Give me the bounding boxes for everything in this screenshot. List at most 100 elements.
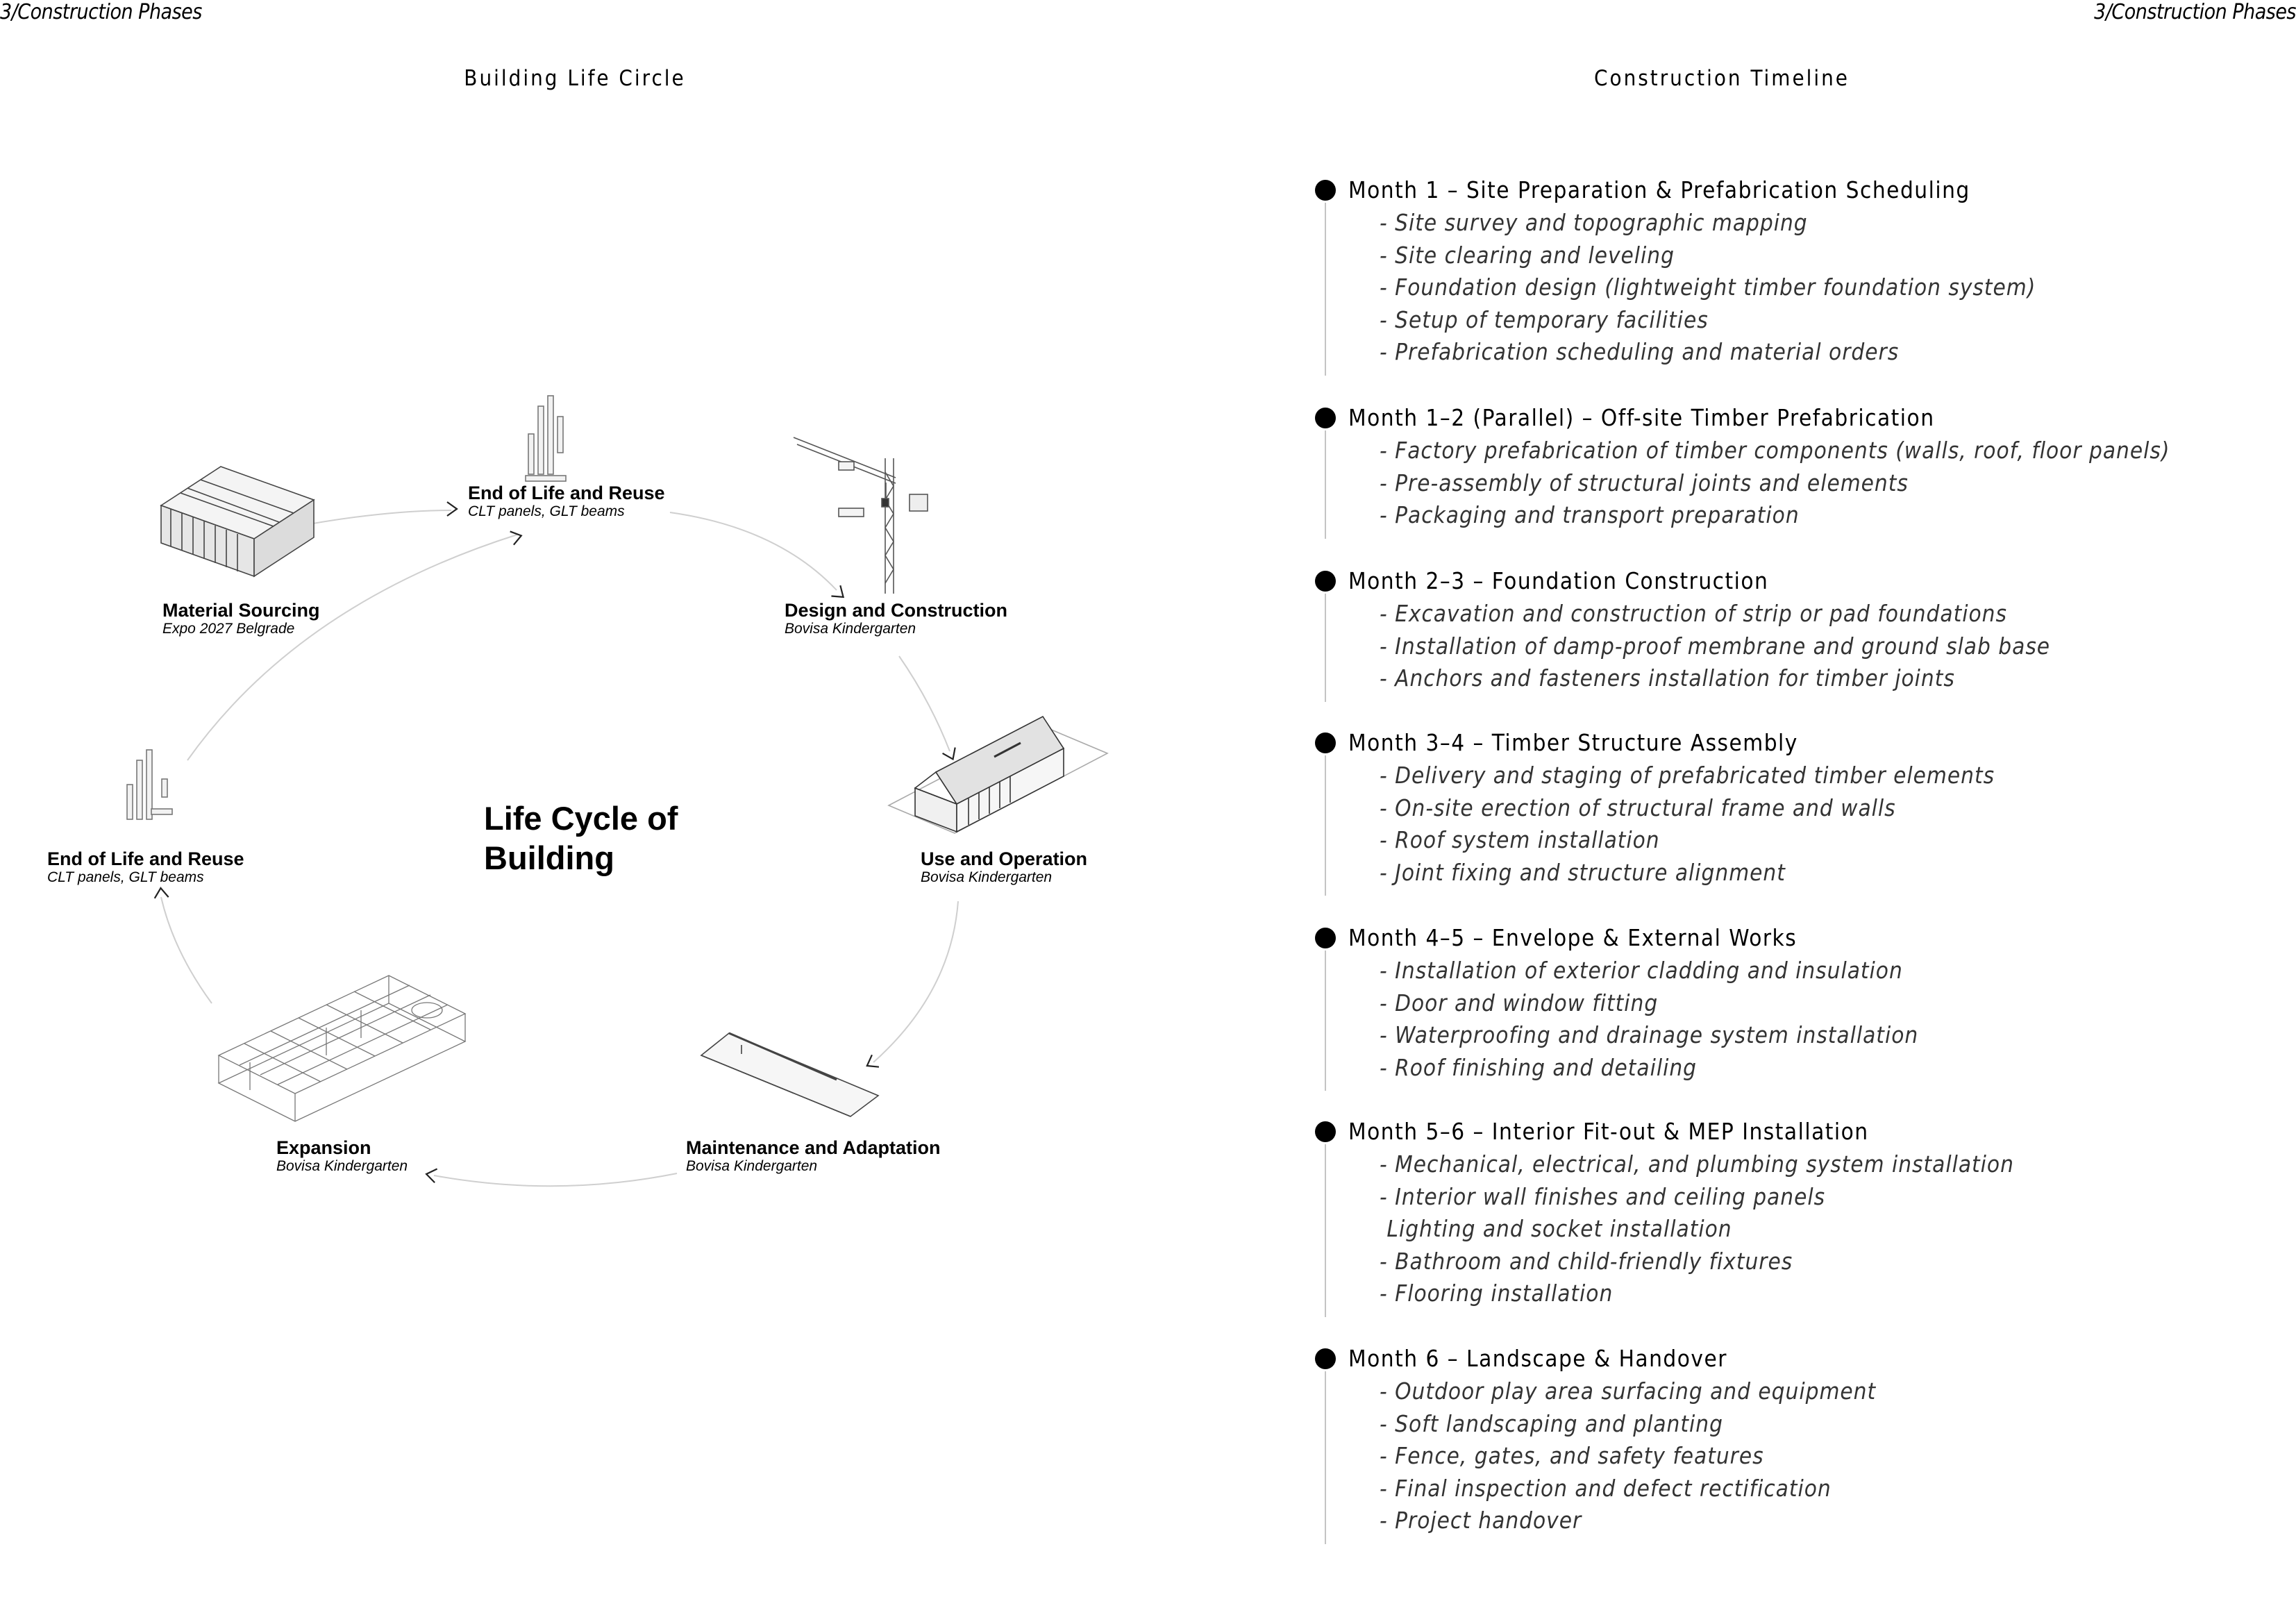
node-material-sourcing: Material Sourcing Expo 2027 Belgrade (162, 600, 320, 637)
timeline-task: - Setup of temporary facilities (1380, 305, 1709, 333)
arc-maintenance-to-expansion (433, 1173, 678, 1187)
timeline-connector-line (1325, 755, 1326, 896)
timeline-task: - On-site erection of structural frame a… (1380, 794, 1896, 821)
cycle-center-line-1: Life Cycle of (484, 800, 678, 837)
node-title: Maintenance and Adaptation (686, 1137, 941, 1158)
timeline-task: - Excavation and construction of strip o… (1380, 600, 2007, 627)
timeline-dot-icon (1315, 571, 1336, 592)
timeline-task: - Foundation design (lightweight timber … (1380, 274, 2036, 301)
arc-eol-left-to-top (187, 534, 518, 761)
timeline-phase-title: Month 2–3 – Foundation Construction (1348, 567, 1769, 594)
node-title: End of Life and Reuse (47, 848, 244, 869)
timeline-task: Lighting and socket installation (1380, 1215, 1732, 1242)
timeline-task: - Final inspection and defect rectificat… (1380, 1474, 1832, 1502)
timeline-dot-icon (1315, 1348, 1336, 1369)
timeline-task: - Mechanical, electrical, and plumbing s… (1380, 1150, 2014, 1178)
timeline-task: - Roof finishing and detailing (1380, 1053, 1698, 1081)
node-subtitle: Bovisa Kindergarten (785, 621, 916, 637)
timeline-dot-icon (1315, 180, 1336, 201)
node-end-of-life-top: End of Life and Reuse CLT panels, GLT be… (468, 483, 665, 520)
timeline-task: - Site survey and topographic mapping (1380, 209, 1808, 236)
timeline-connector-line (1325, 594, 1326, 702)
timber-stack-illustration (160, 466, 315, 578)
arc-expansion-to-eol (160, 896, 212, 1004)
timeline-task: - Interior wall finishes and ceiling pan… (1380, 1182, 1826, 1210)
beams-illustration-top (525, 395, 567, 482)
timeline-phase-title: Month 1 – Site Preparation & Prefabricat… (1348, 176, 1970, 203)
timeline-task: - Packaging and transport preparation (1380, 501, 1800, 528)
arc-eol-to-design (669, 512, 837, 591)
cycle-center-label: Life Cycle of Building (484, 798, 678, 878)
timeline-phase-title: Month 5–6 – Interior Fit-out & MEP Insta… (1348, 1118, 1869, 1145)
page-section-label: 3/Construction Phases (0, 0, 202, 24)
timeline-phase-title: Month 4–5 – Envelope & External Works (1348, 924, 1798, 951)
timeline-phase-title: Month 6 – Landscape & Handover (1348, 1345, 1727, 1372)
timeline-task: - Soft landscaping and planting (1380, 1409, 1723, 1437)
crane-illustration (793, 437, 928, 594)
timeline-task-list: - Delivery and staging of prefabricated … (1380, 760, 1995, 889)
timeline-task: - Fence, gates, and safety features (1380, 1442, 1764, 1469)
timeline-task: - Installation of exterior cladding and … (1380, 957, 1903, 984)
node-use-operation: Use and Operation Bovisa Kindergarten (921, 848, 1087, 886)
timeline-task: - Anchors and fasteners installation for… (1380, 664, 1955, 692)
timeline-task: - Roof system installation (1380, 826, 1660, 853)
timeline-task-list: - Excavation and construction of strip o… (1380, 598, 2050, 695)
timeline-task: - Waterproofing and drainage system inst… (1380, 1021, 1919, 1048)
node-subtitle: Bovisa Kindergarten (921, 869, 1053, 885)
timeline-task-list: - Mechanical, electrical, and plumbing s… (1380, 1148, 2014, 1310)
node-maintenance-adaptation: Maintenance and Adaptation Bovisa Kinder… (686, 1137, 941, 1175)
node-end-of-life-left: End of Life and Reuse CLT panels, GLT be… (47, 848, 244, 886)
page-section-label-right: 3/Construction Phases (2094, 0, 2296, 24)
timeline-dot-icon (1315, 408, 1336, 428)
timeline-phase-title: Month 3–4 – Timber Structure Assembly (1348, 729, 1798, 756)
cycle-center-line-2: Building (484, 839, 614, 876)
timeline-connector-line (1325, 1144, 1326, 1317)
timeline-task: - Bathroom and child-friendly fixtures (1380, 1247, 1793, 1275)
node-design-construction: Design and Construction Bovisa Kindergar… (785, 600, 1007, 637)
node-title: Design and Construction (785, 600, 1008, 621)
timeline-title: Construction Timeline (1594, 66, 1850, 91)
timeline-task: - Delivery and staging of prefabricated … (1380, 762, 1995, 789)
node-subtitle: Bovisa Kindergarten (686, 1158, 818, 1174)
timeline-connector-line (1325, 203, 1326, 376)
timeline-dot-icon (1315, 928, 1336, 948)
expansion-grid-illustration (217, 975, 467, 1122)
node-title: Expansion (276, 1137, 371, 1158)
node-title: Material Sourcing (162, 600, 320, 621)
node-subtitle: CLT panels, GLT beams (47, 869, 204, 885)
timeline-task: - Joint fixing and structure alignment (1380, 858, 1786, 886)
timeline-task-list: - Site survey and topographic mapping - S… (1380, 207, 2036, 369)
timeline-task: - Project handover (1380, 1507, 1582, 1534)
timeline-connector-line (1325, 951, 1326, 1091)
timeline-task: - Outdoor play area surfacing and equipm… (1380, 1378, 1877, 1405)
life-circle-title: Building Life Circle (464, 66, 686, 91)
timeline-task: - Flooring installation (1380, 1280, 1614, 1307)
arc-material-to-eol (308, 510, 452, 525)
timeline-task-list: - Installation of exterior cladding and … (1380, 955, 1918, 1084)
timeline-connector-line (1325, 430, 1326, 539)
life-cycle-diagram (126, 395, 1109, 1187)
timeline-dot-icon (1315, 733, 1336, 753)
timeline-dot-icon (1315, 1121, 1336, 1142)
node-title: End of Life and Reuse (468, 483, 665, 503)
timeline-task: - Installation of damp-proof membrane an… (1380, 632, 2051, 660)
node-expansion: Expansion Bovisa Kindergarten (276, 1137, 408, 1175)
timeline-task: - Prefabrication scheduling and material… (1380, 338, 1900, 365)
timeline-connector-line (1325, 1371, 1326, 1544)
timeline-task-list: - Outdoor play area surfacing and equipm… (1380, 1375, 1876, 1537)
beams-illustration-left (126, 749, 173, 820)
roof-slab-illustration (700, 1032, 880, 1117)
timeline-task: - Door and window fitting (1380, 989, 1659, 1016)
house-illustration (887, 715, 1109, 834)
node-subtitle: CLT panels, GLT beams (468, 503, 625, 519)
timeline-task-list: - Factory prefabrication of timber compo… (1380, 435, 2170, 532)
timeline-task: - Pre-assembly of structural joints and … (1380, 469, 1909, 496)
arc-design-to-use (898, 655, 950, 752)
timeline-phase-title: Month 1–2 (Parallel) – Off-site Timber P… (1348, 404, 1935, 431)
timeline-task: - Factory prefabrication of timber compo… (1380, 437, 2170, 464)
node-subtitle: Expo 2027 Belgrade (162, 621, 295, 637)
node-title: Use and Operation (921, 848, 1088, 869)
timeline-task: - Site clearing and leveling (1380, 241, 1675, 269)
node-subtitle: Bovisa Kindergarten (276, 1158, 408, 1174)
arc-use-to-maintenance (873, 901, 959, 1063)
